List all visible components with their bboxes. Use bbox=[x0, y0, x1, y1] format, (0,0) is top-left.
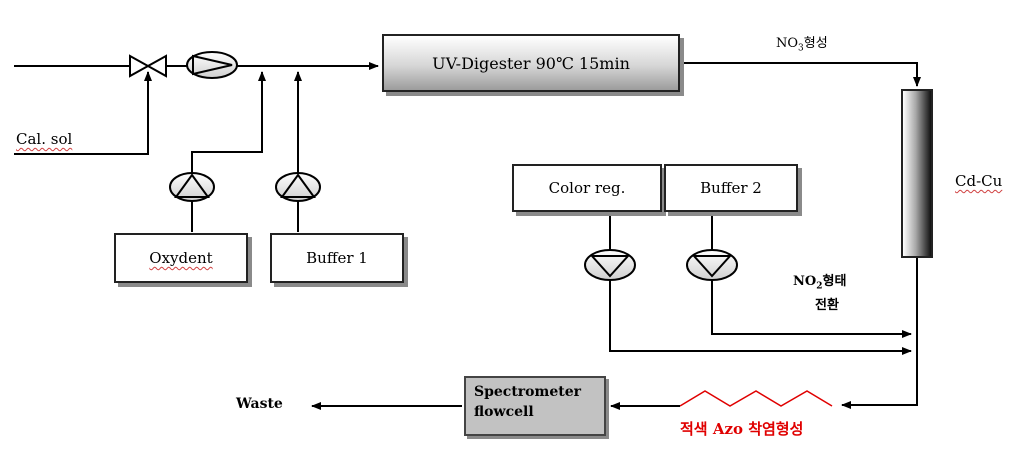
oxydent-pump-icon bbox=[169, 172, 215, 202]
cal-sol-label: Cal. sol bbox=[16, 130, 73, 148]
oxydent-feed-line bbox=[191, 71, 266, 174]
buffer1-pump-icon bbox=[275, 172, 321, 202]
waste-label: Waste bbox=[236, 396, 283, 412]
uv-digester-box: UV-Digester 90℃ 15min bbox=[382, 34, 680, 92]
no3-formation-label: NO3형성 bbox=[776, 36, 828, 54]
oxydent-label: Oxydent bbox=[149, 249, 213, 267]
digester-to-column-line bbox=[680, 62, 921, 87]
buffer2-feed-line bbox=[711, 280, 912, 338]
spectrometer-flowcell-box: Spectrometer flowcell bbox=[464, 376, 606, 436]
spectrometer-label: Spectrometer bbox=[474, 384, 581, 400]
color-reg-pump-icon bbox=[584, 249, 636, 281]
buffer1-box: Buffer 1 bbox=[270, 233, 404, 283]
cd-cu-column bbox=[901, 89, 933, 258]
oxydent-box: Oxydent bbox=[114, 233, 248, 283]
buffer2-box: Buffer 2 bbox=[664, 164, 798, 212]
azo-dye-label: 적색 Azo 착염형성 bbox=[680, 420, 804, 438]
no2-conversion-label-2: 전환 bbox=[815, 298, 839, 313]
no2-conversion-label: NO2형태 bbox=[793, 274, 847, 292]
valve-icon bbox=[129, 54, 167, 78]
reaction-coil-icon bbox=[679, 390, 833, 407]
color-reg-feed-line bbox=[609, 280, 912, 355]
column-outlet-line bbox=[841, 258, 918, 409]
main-pump-icon bbox=[186, 51, 238, 79]
cd-cu-label: Cd-Cu bbox=[955, 172, 1003, 190]
buffer2-pump-icon bbox=[686, 249, 738, 281]
flowcell-label: flowcell bbox=[474, 404, 534, 420]
cal-sol-line bbox=[14, 71, 152, 155]
color-reg-box: Color reg. bbox=[512, 164, 662, 212]
